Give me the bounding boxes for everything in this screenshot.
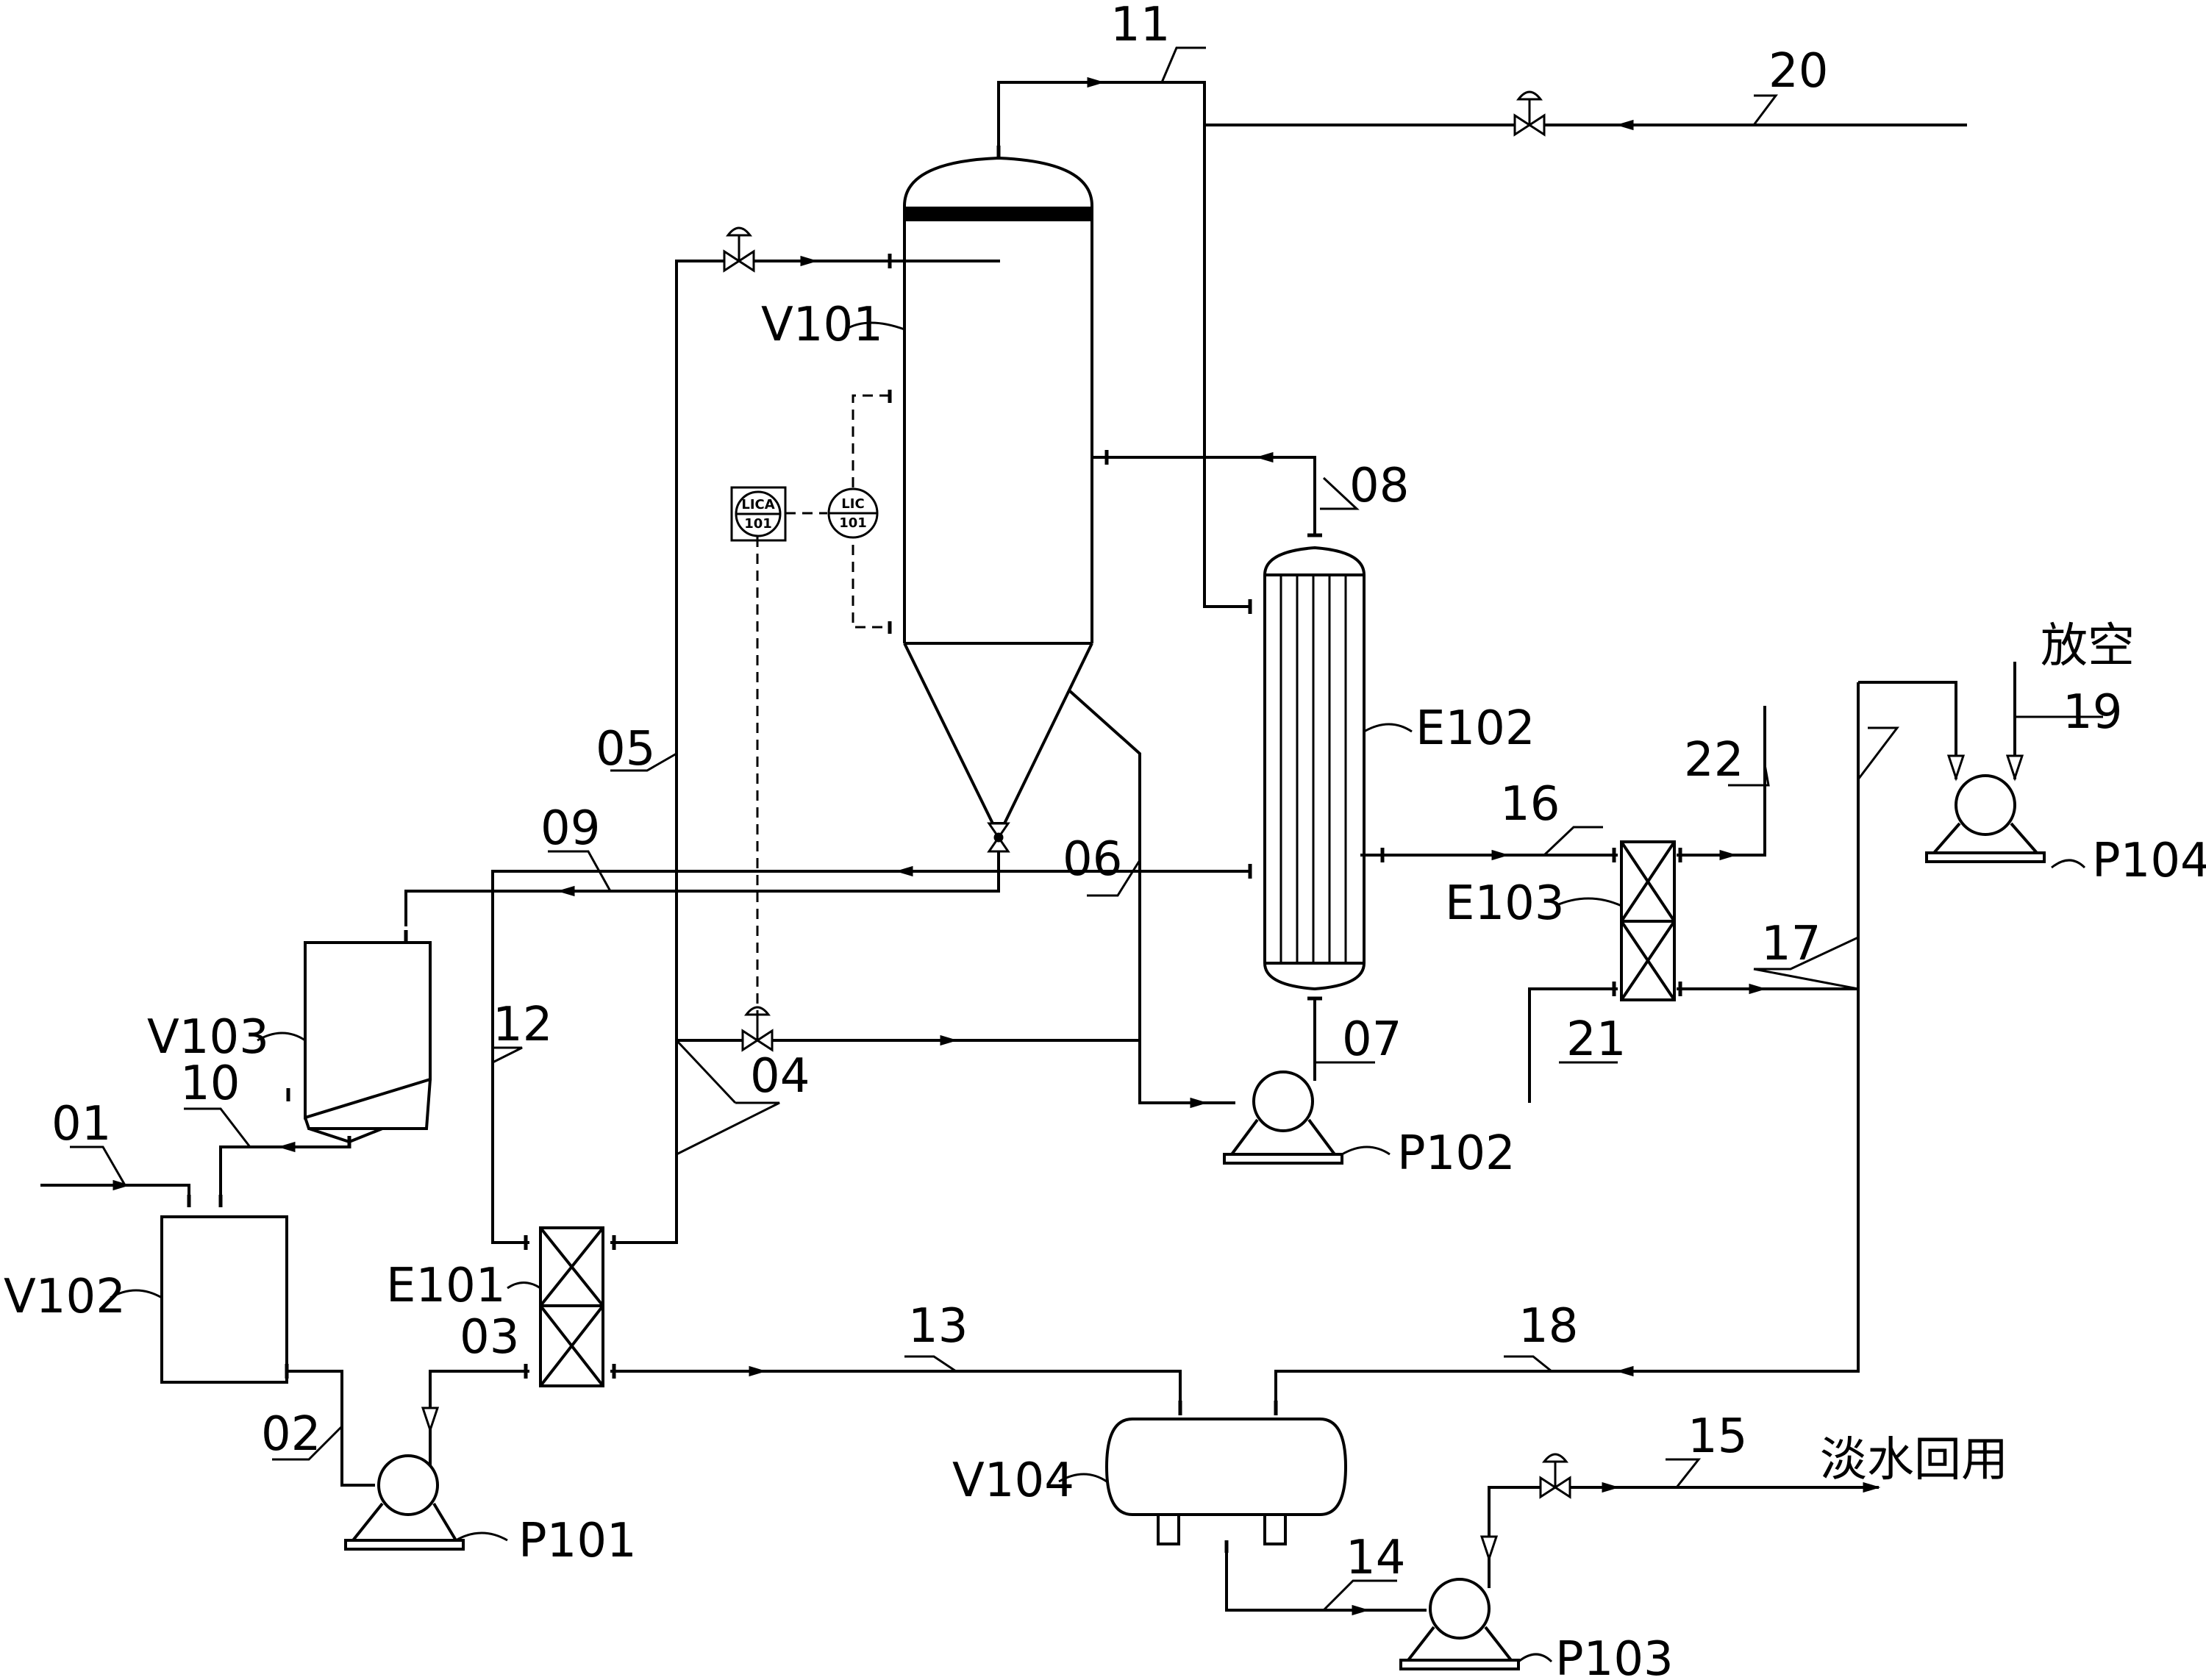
exchanger-e101 <box>539 1226 604 1387</box>
line-08 <box>1092 456 1316 535</box>
label-s13: 13 <box>908 1299 968 1354</box>
lica-number: 101 <box>744 516 772 532</box>
v103-outlet <box>308 1127 383 1144</box>
instrument-lica-101 <box>730 486 787 542</box>
label-p101: P101 <box>518 1514 637 1568</box>
pump-p101 <box>344 1454 465 1551</box>
label-e103: E103 <box>1445 876 1565 931</box>
line-01 <box>40 1184 190 1206</box>
marker-03 <box>421 1406 440 1434</box>
v101-top-head <box>903 156 1093 207</box>
control-valve-04 <box>741 1006 774 1052</box>
control-valve-15 <box>1539 1453 1571 1499</box>
v104-leg-left <box>1157 1513 1180 1545</box>
label-s15: 15 <box>1688 1409 1747 1464</box>
label-s20: 20 <box>1768 44 1828 99</box>
marker-19 <box>2005 754 2024 782</box>
v101-demister <box>903 207 1093 221</box>
v103-body <box>304 941 432 1120</box>
nozzles <box>187 146 1682 1553</box>
label-s10: 10 <box>180 1057 240 1111</box>
note-fresh-water-reuse: 淡水回用 <box>1820 1433 2008 1487</box>
label-s06: 06 <box>1063 832 1122 887</box>
label-s05: 05 <box>596 722 655 776</box>
label-s17: 17 <box>1761 917 1821 971</box>
lic-label: LIC <box>841 496 864 512</box>
label-s19: 19 <box>2063 685 2122 740</box>
exchanger-e102 <box>1263 546 1366 991</box>
line-10 <box>219 1142 351 1206</box>
label-s08: 08 <box>1349 459 1409 513</box>
line-13 <box>610 1370 1182 1408</box>
label-s16: 16 <box>1500 777 1560 832</box>
control-valve-20 <box>1513 90 1546 137</box>
v104-leg-right <box>1263 1513 1287 1545</box>
line-09 <box>404 851 1000 926</box>
label-s14: 14 <box>1346 1531 1405 1585</box>
marker-15 <box>1479 1535 1499 1562</box>
pump-p102 <box>1223 1070 1343 1165</box>
vessel-v102 <box>160 1215 288 1384</box>
exchanger-e103 <box>1620 840 1676 1001</box>
label-e101: E101 <box>386 1259 506 1313</box>
label-v104: V104 <box>952 1454 1074 1508</box>
vessel-v104 <box>1104 1418 1348 1545</box>
v103-bottom <box>304 1079 432 1130</box>
marker-p104-in <box>1946 754 1966 782</box>
line-18 <box>1274 682 1860 1408</box>
label-s07: 07 <box>1342 1012 1402 1067</box>
line-p104-suction <box>1858 681 1957 779</box>
label-p102: P102 <box>1397 1126 1516 1181</box>
line-02 <box>287 1370 375 1487</box>
line-11 <box>997 81 1250 608</box>
label-e102: E102 <box>1416 701 1535 756</box>
line-05 <box>610 260 1000 1244</box>
leader-lines <box>70 46 2103 1663</box>
label-s09: 09 <box>540 801 600 856</box>
lic-number: 101 <box>839 515 867 531</box>
process-lines <box>40 81 2016 1612</box>
line-03 <box>429 1370 529 1474</box>
label-s11: 11 <box>1110 0 1170 52</box>
pump-p103 <box>1399 1578 1520 1670</box>
label-s03: 03 <box>460 1310 519 1365</box>
label-v101: V101 <box>761 298 883 352</box>
control-valve-05 <box>723 226 755 273</box>
label-v102: V102 <box>4 1270 126 1324</box>
instrument-lic-101 <box>827 487 879 539</box>
label-s18: 18 <box>1518 1299 1578 1354</box>
label-s22: 22 <box>1684 733 1743 787</box>
label-s21: 21 <box>1566 1012 1626 1067</box>
label-s04: 04 <box>750 1049 810 1104</box>
pump-p104 <box>1925 774 2046 863</box>
label-p103: P103 <box>1555 1632 1674 1680</box>
label-v103: V103 <box>147 1010 269 1065</box>
label-s12: 12 <box>493 998 552 1052</box>
label-p104: P104 <box>2092 834 2206 888</box>
valves <box>723 90 1571 1499</box>
vessel-v101 <box>903 156 1093 851</box>
lica-label: LICA <box>741 497 774 512</box>
label-s02: 02 <box>261 1407 321 1462</box>
label-s01: 01 <box>51 1097 111 1151</box>
line-21 <box>1528 987 1618 1103</box>
v101-cone <box>903 643 1093 825</box>
flow-arrows <box>88 76 1881 1616</box>
flow-markers <box>421 754 2024 1562</box>
vessel-v103 <box>304 941 432 1144</box>
bottom-valve-v101 <box>987 822 1010 853</box>
note-vent: 放空 <box>2041 619 2135 673</box>
line-15 <box>1488 1486 1879 1588</box>
line-12 <box>491 870 1250 1244</box>
